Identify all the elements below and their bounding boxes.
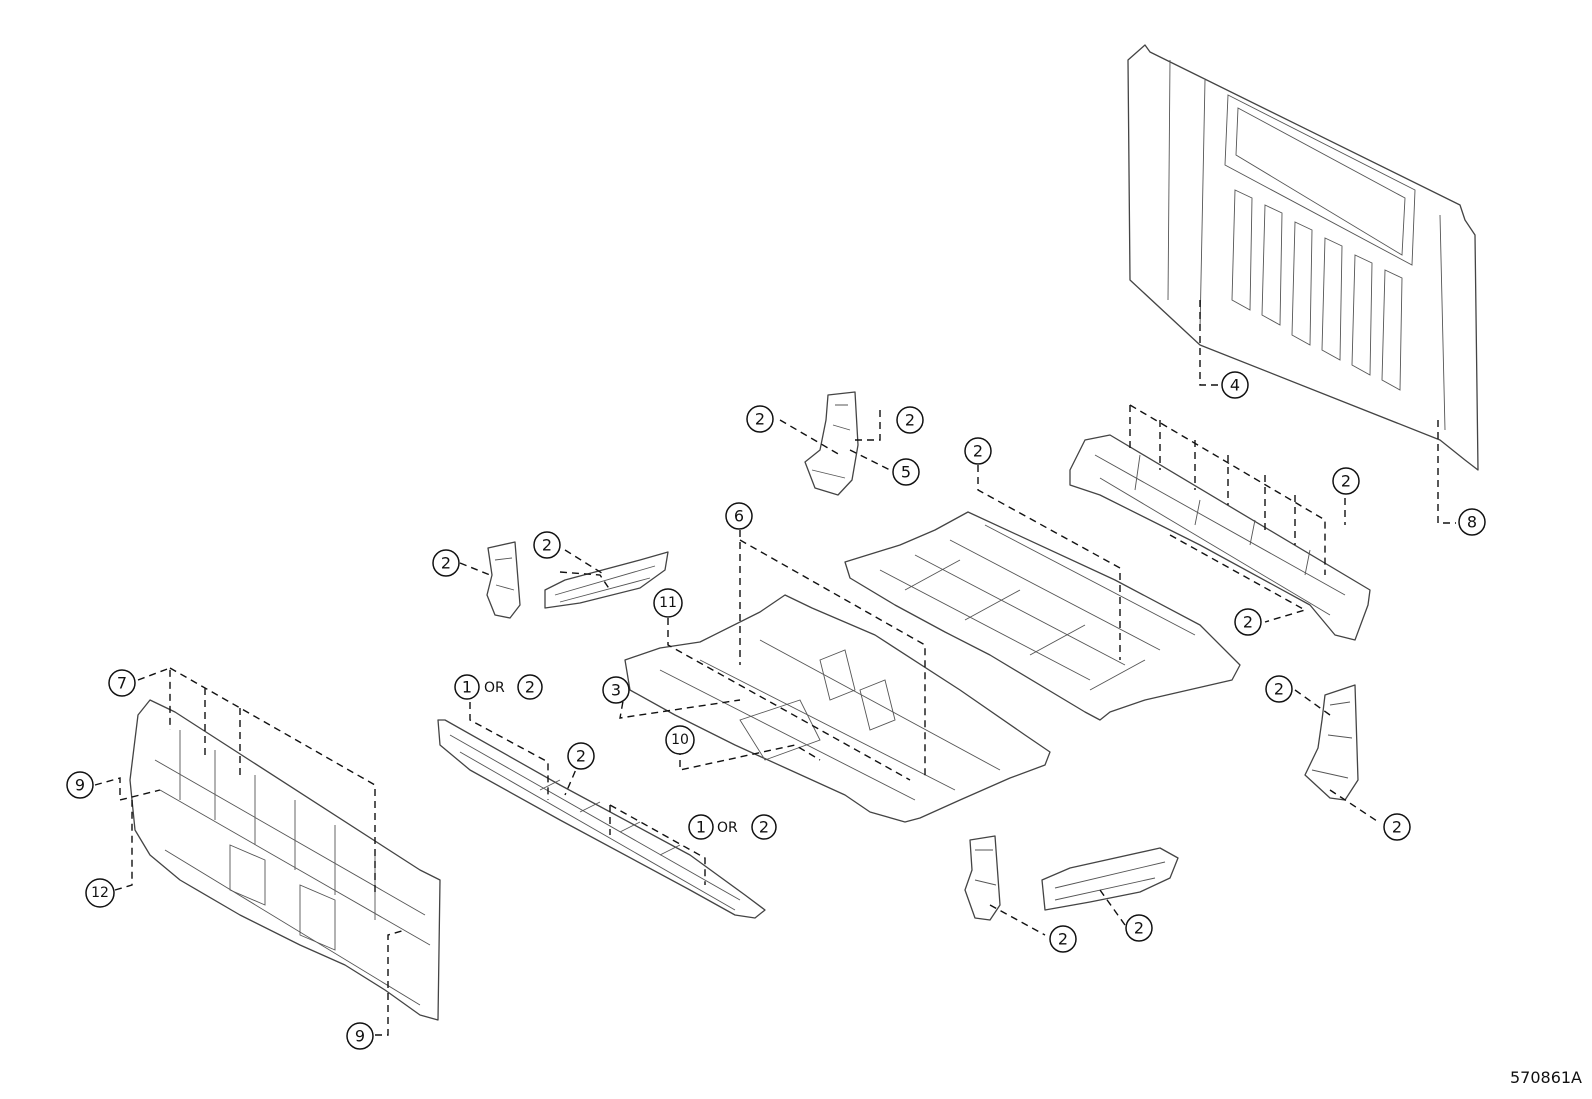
left-pillar-bracket <box>486 541 521 619</box>
front-floor-pan <box>624 594 1051 823</box>
callout-6: 6 <box>725 502 753 530</box>
svg-text:2: 2 <box>1058 930 1068 949</box>
callout-5: 5 <box>892 458 920 486</box>
callout-9: 9 <box>66 771 94 799</box>
svg-text:8: 8 <box>1467 513 1477 532</box>
callout-2: 2 <box>517 674 543 700</box>
callout-2: 2 <box>1332 467 1360 495</box>
back-panel <box>1127 44 1479 471</box>
svg-text:2: 2 <box>1392 818 1402 837</box>
callout-1-or-2-upper: 1 OR 2 <box>454 674 543 700</box>
callout-2: 2 <box>1383 813 1411 841</box>
callout-2: 2 <box>1049 925 1077 953</box>
callout-2: 2 <box>964 437 992 465</box>
dash-panel <box>129 699 441 1021</box>
callout-1: 1 <box>454 674 480 700</box>
svg-text:2: 2 <box>542 536 552 555</box>
callout-3: 3 <box>602 676 630 704</box>
callout-2: 2 <box>1125 914 1153 942</box>
or-label: OR <box>717 820 738 836</box>
svg-text:2: 2 <box>1274 680 1284 699</box>
callout-1: 1 <box>688 814 714 840</box>
svg-text:6: 6 <box>734 507 744 526</box>
svg-text:5: 5 <box>901 463 911 482</box>
svg-text:9: 9 <box>75 776 85 795</box>
rear-floor-pan <box>844 511 1241 721</box>
callout-2: 2 <box>896 406 924 434</box>
front-floor-cross-member <box>437 719 766 919</box>
svg-text:2: 2 <box>973 442 983 461</box>
callout-7: 7 <box>108 669 136 697</box>
callout-2: 2 <box>751 814 777 840</box>
svg-text:12: 12 <box>91 885 109 901</box>
callout-2: 2 <box>432 549 460 577</box>
leader-lines <box>94 300 1456 1036</box>
svg-text:10: 10 <box>671 732 689 748</box>
callout-2: 2 <box>1234 608 1262 636</box>
callout-9: 9 <box>346 1022 374 1050</box>
callout-1-or-2-lower: 1 OR 2 <box>688 814 777 840</box>
svg-text:2: 2 <box>759 818 769 837</box>
lower-pillar-bracket <box>964 835 1001 921</box>
svg-text:7: 7 <box>117 674 127 693</box>
right-pillar-bracket <box>1304 684 1359 801</box>
svg-text:2: 2 <box>576 747 586 766</box>
or-label: OR <box>484 680 505 696</box>
callout-2: 2 <box>533 531 561 559</box>
callout-11: 11 <box>653 588 683 618</box>
callout-2: 2 <box>1265 675 1293 703</box>
upper-pillar-bracket <box>804 391 859 496</box>
svg-text:2: 2 <box>1243 613 1253 632</box>
callout-8: 8 <box>1458 508 1486 536</box>
left-floor-side-member <box>544 551 669 609</box>
callout-2: 2 <box>567 742 595 770</box>
svg-text:2: 2 <box>905 411 915 430</box>
svg-text:2: 2 <box>1341 472 1351 491</box>
svg-text:4: 4 <box>1230 376 1240 395</box>
callout-12: 12 <box>85 878 115 908</box>
figure-code: 570861A <box>1509 1068 1582 1087</box>
svg-text:11: 11 <box>659 595 677 611</box>
rear-cross-member <box>1069 434 1371 641</box>
svg-text:1: 1 <box>696 818 706 837</box>
svg-text:1: 1 <box>462 678 472 697</box>
svg-text:2: 2 <box>441 554 451 573</box>
callout-4: 4 <box>1221 371 1249 399</box>
svg-text:2: 2 <box>1134 919 1144 938</box>
svg-text:3: 3 <box>611 681 621 700</box>
svg-text:2: 2 <box>755 410 765 429</box>
svg-text:9: 9 <box>355 1027 365 1046</box>
callout-2: 2 <box>746 405 774 433</box>
svg-text:2: 2 <box>525 678 535 697</box>
lower-floor-side-member <box>1041 847 1179 911</box>
callout-10: 10 <box>665 725 695 755</box>
